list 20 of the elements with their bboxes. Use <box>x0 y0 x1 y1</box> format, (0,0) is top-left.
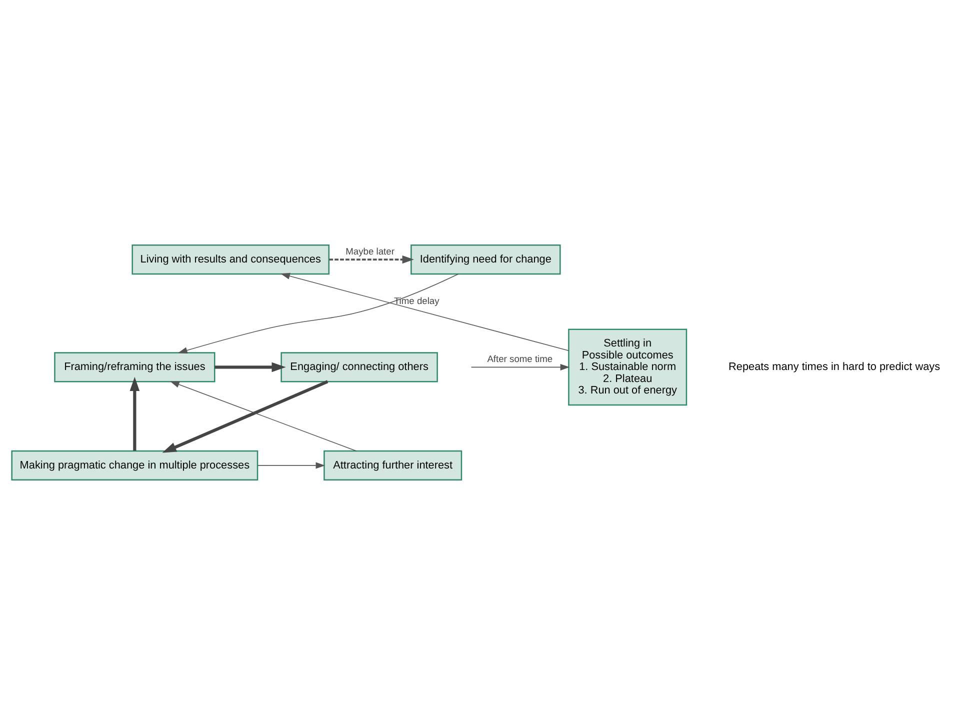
arrow <box>178 273 459 354</box>
arrow <box>130 376 140 450</box>
arrow <box>162 380 328 452</box>
node-box: Making pragmatic change in multiple processes <box>11 450 258 480</box>
node-box: Engaging/ connecting others <box>280 352 438 382</box>
arrow <box>257 462 326 468</box>
node-box: Living with results and consequences <box>132 244 330 274</box>
arrow <box>470 363 570 370</box>
arrow <box>280 272 570 351</box>
arrow <box>329 254 414 264</box>
node-box: Framing/reframing the issues <box>54 352 216 382</box>
node-box: Identifying need for change <box>410 244 561 274</box>
label: Repeats many times in hard to predict ways <box>728 360 940 373</box>
node-box: Attracting further interest <box>324 450 462 480</box>
edge-label: Time delay <box>394 296 440 306</box>
edge-label: Maybe later <box>346 246 394 256</box>
node-box: Settling in Possible outcomes 1. Sustainable norm 2. Plateau 3. Run out of energy <box>568 328 688 406</box>
arrow <box>170 380 357 451</box>
edge-label: After some time <box>487 354 553 364</box>
arrow <box>214 362 286 372</box>
